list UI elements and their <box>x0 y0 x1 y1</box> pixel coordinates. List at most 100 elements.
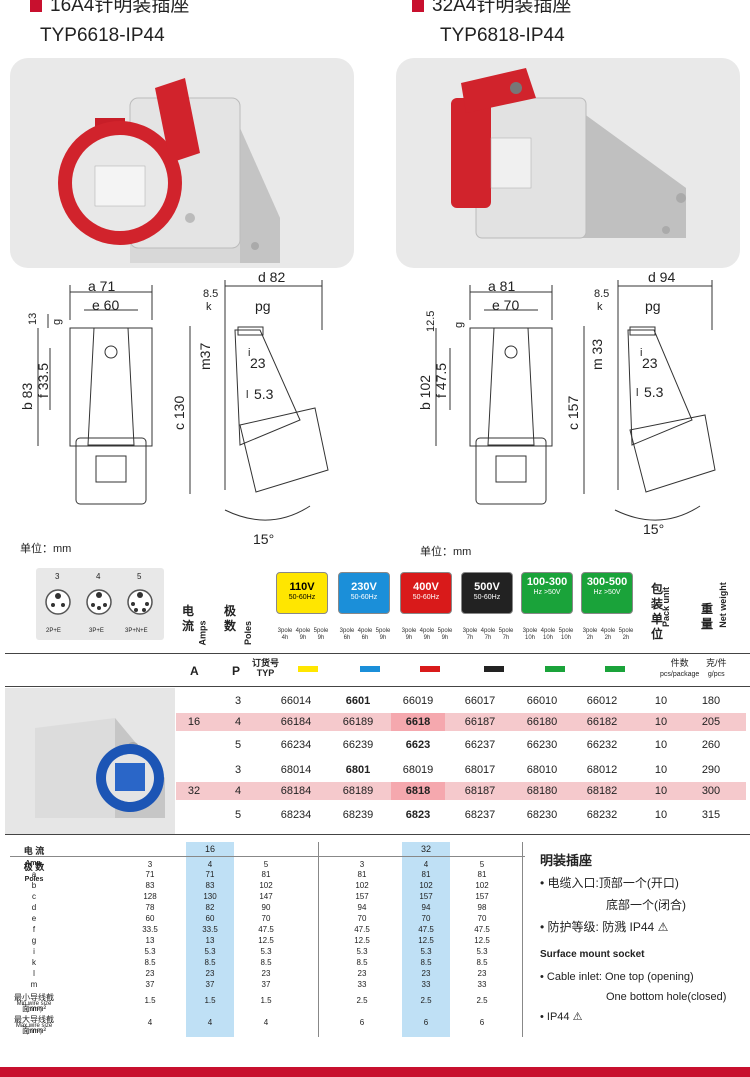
pole-sublabel: 5pole 10h <box>558 628 574 641</box>
dim-a: a 81 <box>488 278 515 294</box>
dim-d: d 94 <box>648 270 675 285</box>
pin-caption-3pe: 3P+E <box>89 628 104 634</box>
spec-cell: 5.3 <box>204 947 216 956</box>
dim-g-value: 12.5 <box>425 311 437 332</box>
pin-caption-2pe: 2P+E <box>46 628 61 634</box>
pole-sublabel: 4pole 9h <box>419 628 435 641</box>
spec-cell: 5.3 <box>144 947 156 956</box>
col-pack: 包装单位 <box>650 582 664 642</box>
row-order-code: 66232 <box>586 739 618 751</box>
th-typ-cn: 订货号 <box>252 658 280 668</box>
spec-row-label-en: Min wire size (mm²) <box>16 1001 52 1013</box>
color-mark <box>360 666 380 672</box>
spec-current-en: Amp. <box>25 860 43 867</box>
th-a: A <box>190 664 199 678</box>
dim-k-label: k <box>206 301 212 313</box>
spec-cell: 5 <box>263 860 269 869</box>
spec-row-label: m <box>30 980 38 989</box>
dim-l-value: 5.3 <box>644 384 664 400</box>
spec-cell: 33 <box>477 980 487 989</box>
th-pcs-en: pcs/package <box>660 671 700 678</box>
row-order-code: 68187 <box>464 785 496 797</box>
spec-cell: 33.5 <box>202 925 218 934</box>
th-typ-en: TYP <box>256 668 275 678</box>
spec-cell: 23 <box>261 969 271 978</box>
row-order-code: 66010 <box>526 695 558 707</box>
spec-row-label: a <box>31 870 37 879</box>
spec-cell: 12.5 <box>474 936 490 945</box>
row-pole: 3 <box>234 764 242 776</box>
dim-l-label: l <box>636 387 638 399</box>
spec-cell: 33.5 <box>142 925 158 934</box>
spec-cell: 47.5 <box>474 925 490 934</box>
spec-row-label: f <box>32 925 36 934</box>
spec-head-rule <box>10 856 525 857</box>
row-order-code: 66189 <box>342 716 374 728</box>
spec-cell: 83 <box>205 881 215 890</box>
drawing-32a: a 81 e 70 d 94 8.5 k pg 12.5 g m 33 i 23… <box>417 270 716 537</box>
voltage-value: 100-300 <box>526 576 568 588</box>
pin-layout-icons <box>45 589 153 615</box>
header-left: 16A4针明装插座 <box>30 0 189 18</box>
voltage-value: 110V <box>289 581 315 593</box>
pin-diagram: 3 4 5 2P+E 3P+E 3P+N+E <box>36 568 164 640</box>
spec-row-label: i <box>33 947 35 956</box>
row-order-code: 68182 <box>586 785 618 797</box>
warning-icon: ⚠ <box>657 920 669 934</box>
spec-cell: 2.5 <box>420 996 432 1005</box>
table-rule-top <box>5 653 750 654</box>
spec-cell: 5 <box>479 860 485 869</box>
spec-cell: 157 <box>475 892 489 901</box>
red-square-icon <box>30 0 42 12</box>
col-current-label: 电流 <box>181 604 194 633</box>
row-amp: 32 <box>187 785 201 797</box>
spec-row-label: g <box>31 936 37 945</box>
spec-cell: 13 <box>205 936 215 945</box>
product-photo-16a <box>10 58 354 268</box>
spec-cell: 8.5 <box>204 958 216 967</box>
th-p: P <box>232 664 241 678</box>
spec-cell: 2.5 <box>356 996 368 1005</box>
th-kg-en: g/pcs <box>707 671 725 678</box>
dim-i-value: 23 <box>250 355 266 371</box>
row-pack: 10 <box>654 695 668 707</box>
spec-cell: 2.5 <box>476 996 488 1005</box>
dim-e: e 70 <box>492 297 519 313</box>
row-weight: 290 <box>701 764 721 776</box>
voltage-value: 500V <box>474 581 500 593</box>
spec-cell: 157 <box>355 892 369 901</box>
pole-sublabel: 4pole 9h <box>295 628 311 641</box>
spec-cell: 70 <box>261 914 271 923</box>
col-poles-label: 极数 <box>223 604 236 633</box>
row-pack: 10 <box>654 785 668 797</box>
row-order-code: 66230 <box>526 739 558 751</box>
footer-bar <box>0 1067 750 1077</box>
spec-cell: 47.5 <box>258 925 274 934</box>
notes-title: 明装插座 <box>540 853 593 868</box>
spec-cell: 5.3 <box>476 947 488 956</box>
spec-cell: 8.5 <box>260 958 272 967</box>
spec-cell: 33 <box>357 980 367 989</box>
notes-cn-3-text: • 防护等级: 防溅 IP44 <box>540 920 655 934</box>
spec-row-label: 最大导线截面mm² <box>14 1015 54 1035</box>
pole-sublabel: 5pole 7h <box>498 628 514 641</box>
spec-row-label: l <box>33 969 35 978</box>
dim-pg: pg <box>255 298 271 314</box>
row-order-code: 68012 <box>586 764 618 776</box>
row-pack: 10 <box>654 764 668 776</box>
socket-blue-illustration <box>35 718 165 818</box>
spec-cell: 70 <box>357 914 367 923</box>
pole-sublabel: 4pole 2h <box>600 628 616 641</box>
row-weight: 205 <box>701 716 721 728</box>
color-mark <box>298 666 318 672</box>
spec-cell: 6 <box>359 1018 365 1027</box>
row-order-code: 6623 <box>405 739 431 751</box>
dim-a: a 71 <box>88 278 115 294</box>
drawing-16a: a 71 e 60 d 82 8.5 k pg 13 g m37 i 23 l … <box>19 270 329 547</box>
